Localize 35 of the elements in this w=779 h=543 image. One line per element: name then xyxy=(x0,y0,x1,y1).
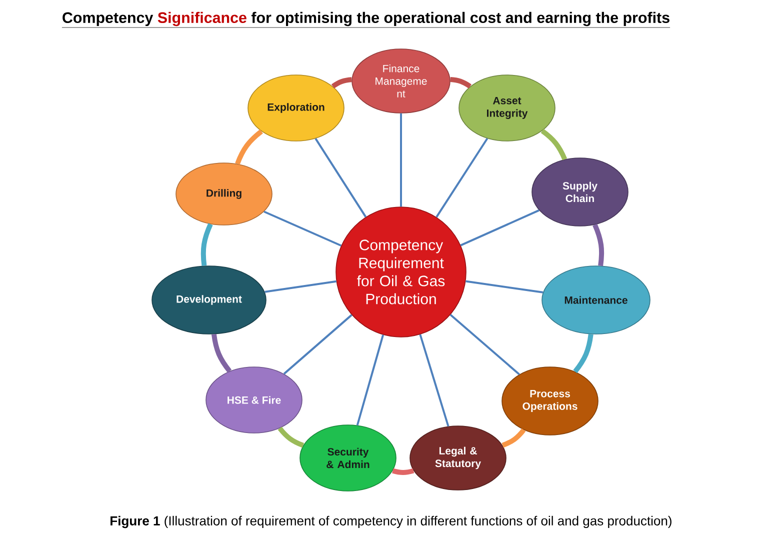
connector-line xyxy=(314,138,367,218)
connector-line xyxy=(450,314,520,376)
caption: Figure 1 (Illustration of requirement of competency in different functions of oil and gas production) xyxy=(110,516,672,528)
ellipse-node: Finance Manageme nt xyxy=(352,48,450,114)
ring-arc xyxy=(211,334,232,373)
connector-line xyxy=(460,209,540,246)
ellipse-node: Security & Admin xyxy=(300,424,396,492)
ellipse-node: Drilling xyxy=(176,162,272,226)
ring-arc xyxy=(278,426,304,448)
ellipse-node: Supply Chain xyxy=(532,158,628,226)
ellipse-node: Asset Integrity xyxy=(458,74,556,142)
connector-line xyxy=(466,280,544,294)
ellipse-node: Legal & Statutory xyxy=(410,426,506,490)
ring-arc xyxy=(392,468,414,475)
ring-arc xyxy=(540,128,568,160)
connector-line xyxy=(264,210,342,247)
ring-arc xyxy=(331,77,352,88)
ring-arc xyxy=(592,224,604,266)
connector-line xyxy=(436,138,488,218)
connector-line xyxy=(264,280,336,293)
ellipse-node: Process Operations xyxy=(502,366,598,436)
ring-arc xyxy=(502,428,526,448)
ellipse-node: Maintenance xyxy=(542,266,650,334)
connector-line xyxy=(419,334,450,427)
ellipse-node: HSE & Fire xyxy=(206,366,302,434)
ring-arc xyxy=(200,223,213,266)
connector-line xyxy=(283,314,352,375)
ring-arc xyxy=(235,129,263,165)
ring-arc xyxy=(573,334,594,374)
ellipse-node: Exploration xyxy=(248,74,344,142)
ring-arc xyxy=(450,77,472,88)
ellipse-node: Development xyxy=(152,266,266,334)
connector-line xyxy=(356,334,384,426)
connector-line xyxy=(400,113,402,207)
title: Competency Significance for optimising the operational cost and earning the profits xyxy=(62,12,670,28)
